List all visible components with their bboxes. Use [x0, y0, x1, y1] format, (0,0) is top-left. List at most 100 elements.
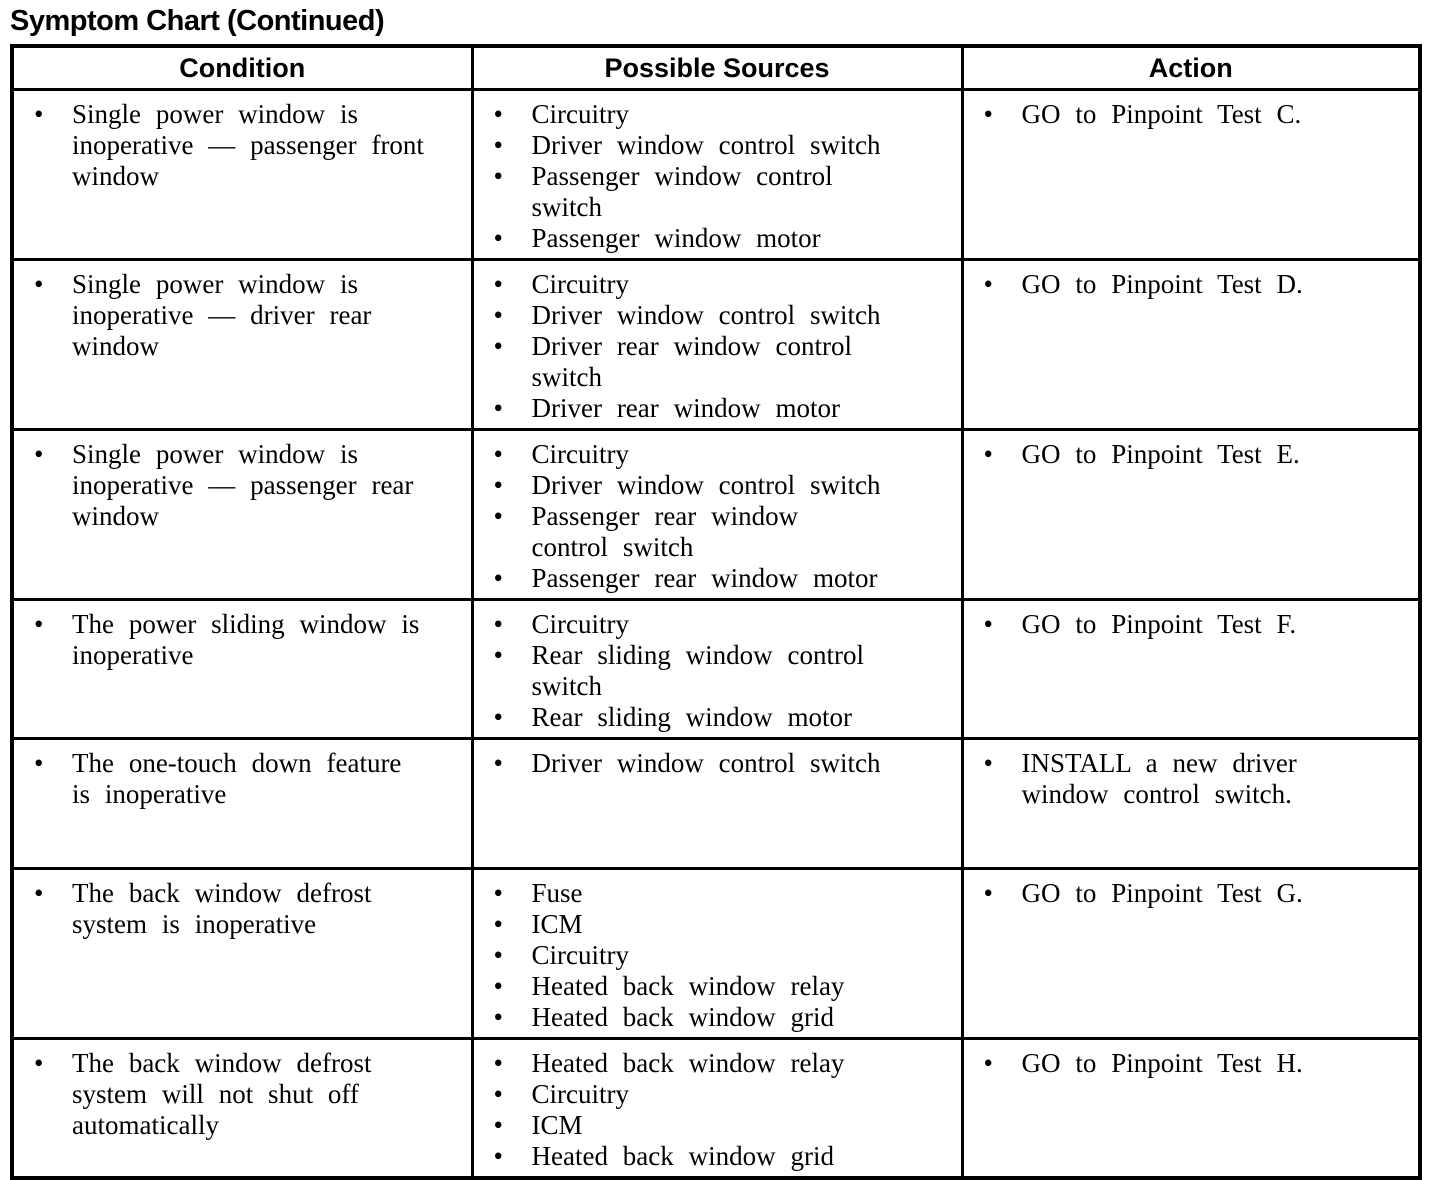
bullet-icon: •: [493, 269, 503, 299]
table-row: • Single power window is inoperative — pa…: [10, 428, 1422, 601]
possible-sources-cell: •Fuse•ICM•Circuitry•Heated back window r…: [470, 867, 964, 1040]
sources-text: Heated back window grid: [531, 1141, 834, 1171]
sources-text: Passenger rear window control switch: [531, 501, 799, 562]
sources-text: Rear sliding window motor: [531, 702, 853, 732]
sources-text: Circuitry: [531, 1079, 629, 1109]
table-row: • Single power window is inoperative — pa…: [10, 88, 1422, 261]
bullet-item: • GO to Pinpoint Test G.: [984, 878, 1411, 909]
bullet-icon: •: [493, 439, 503, 469]
bullet-item: • Passenger window motor: [494, 223, 953, 254]
bullet-icon: •: [493, 501, 503, 531]
sources-text: ICM: [531, 909, 583, 939]
table-row: • Single power window is inoperative — dr…: [10, 258, 1422, 431]
action-cell: • INSTALL a new driver window control swi…: [960, 737, 1422, 870]
condition-cell: •Single power window is inoperative — pa…: [10, 428, 474, 601]
bullet-item: •Single power window is inoperative — pa…: [34, 439, 463, 532]
bullet-icon: •: [34, 609, 44, 639]
bullet-icon: •: [983, 609, 993, 639]
condition-cell: •The power sliding window is inoperative: [10, 598, 474, 740]
bullet-item: •Driver rear window control switch: [494, 331, 953, 393]
table-row: • The one-touch down feature is inoperati…: [10, 737, 1422, 870]
action-cell: • GO to Pinpoint Test E.: [960, 428, 1422, 601]
action-text: GO to Pinpoint Test E.: [1021, 439, 1300, 469]
bullet-item: • The back window defrost system is inope…: [34, 878, 463, 940]
sources-text: Driver window control switch: [531, 300, 881, 330]
sources-text: Driver window control switch: [531, 748, 881, 778]
bullet-item: •Circuitry: [494, 1079, 953, 1110]
bullet-item: • Driver rear window motor: [494, 393, 953, 424]
bullet-item: •Circuitry: [494, 940, 953, 971]
bullet-item: • Fuse: [494, 878, 953, 909]
bullet-icon: •: [493, 1141, 503, 1171]
sources-text: Driver rear window control switch: [531, 331, 852, 392]
table-row: • The back window defrost system is inope…: [10, 867, 1422, 1040]
bullet-icon: •: [493, 393, 503, 423]
bullet-item: • GO to Pinpoint Test D.: [984, 269, 1411, 300]
action-text: GO to Pinpoint Test D.: [1021, 269, 1303, 299]
action-cell: •GO to Pinpoint Test F.: [960, 598, 1422, 740]
bullet-icon: •: [34, 99, 44, 129]
bullet-item: •Heated back window relay: [494, 1048, 953, 1079]
sources-text: Heated back window relay: [531, 971, 845, 1001]
bullet-icon: •: [983, 748, 993, 778]
condition-cell: •Single power window is inoperative — dr…: [10, 258, 474, 431]
condition-text: Single power window is inoperative — dri…: [72, 269, 372, 361]
sources-text: ICM: [531, 1110, 583, 1140]
bullet-icon: •: [493, 300, 503, 330]
action-text: GO to Pinpoint Test C.: [1021, 99, 1302, 129]
column-header-action: Action: [960, 44, 1422, 91]
sources-text: Heated back window grid: [531, 1002, 834, 1032]
sources-text: Fuse: [531, 878, 583, 908]
sources-text: Circuitry: [531, 609, 629, 639]
condition-cell: • The one-touch down feature is inoperati…: [10, 737, 474, 870]
possible-sources-cell: •Circuitry•Driver window control switch•…: [470, 88, 964, 261]
bullet-icon: •: [34, 748, 44, 778]
condition-text: The back window defrost system will not …: [72, 1048, 372, 1140]
bullet-icon: •: [493, 223, 503, 253]
bullet-icon: •: [493, 971, 503, 1001]
column-header-possible-sources: Possible Sources: [470, 44, 964, 91]
sources-text: Circuitry: [531, 940, 629, 970]
bullet-item: • INSTALL a new driver window control swi…: [984, 748, 1411, 810]
action-text: GO to Pinpoint Test G.: [1021, 878, 1303, 908]
bullet-item: •Driver window control switch: [494, 470, 953, 501]
bullet-item: • ICM: [494, 909, 953, 940]
table-row: • The back window defrost system will not…: [10, 1037, 1422, 1180]
bullet-icon: •: [493, 878, 503, 908]
sources-text: Circuitry: [531, 269, 629, 299]
action-cell: • GO to Pinpoint Test G.: [960, 867, 1422, 1040]
condition-text: Single power window is inoperative — pas…: [72, 439, 414, 531]
condition-cell: •The back window defrost system will not…: [10, 1037, 474, 1180]
possible-sources-cell: •Circuitry•Driver window control switch•…: [470, 428, 964, 601]
action-text: INSTALL a new driver window control swit…: [1021, 748, 1297, 809]
possible-sources-cell: •Driver window control switch: [470, 737, 964, 870]
bullet-icon: •: [983, 439, 993, 469]
condition-text: The one-touch down feature is inoperativ…: [72, 748, 402, 809]
bullet-item: • GO to Pinpoint Test H.: [984, 1048, 1411, 1079]
bullet-icon: •: [983, 269, 993, 299]
bullet-icon: •: [493, 161, 503, 191]
sources-text: Driver rear window motor: [531, 393, 840, 423]
condition-cell: • Single power window is inoperative — pa…: [10, 88, 474, 261]
possible-sources-cell: •Circuitry•Rear sliding window control s…: [470, 598, 964, 740]
bullet-icon: •: [983, 1048, 993, 1078]
sources-text: Driver window control switch: [531, 130, 881, 160]
sources-text: Circuitry: [531, 99, 629, 129]
sources-text: Passenger window motor: [531, 223, 821, 253]
bullet-item: •The power sliding window is inoperative: [34, 609, 463, 671]
table-header-row: Condition Possible Sources Action: [10, 44, 1422, 91]
action-text: GO to Pinpoint Test H.: [1021, 1048, 1303, 1078]
column-header-condition: Condition: [10, 44, 474, 91]
condition-text: Single power window is inoperative — pas…: [72, 99, 424, 191]
bullet-item: • Heated back window grid: [494, 1141, 953, 1172]
condition-text: The back window defrost system is inoper…: [72, 878, 372, 939]
bullet-item: •Driver window control switch: [494, 130, 953, 161]
bullet-icon: •: [34, 878, 44, 908]
bullet-icon: •: [493, 909, 503, 939]
bullet-icon: •: [493, 1110, 503, 1140]
sources-text: Driver window control switch: [531, 470, 881, 500]
bullet-icon: •: [983, 878, 993, 908]
bullet-icon: •: [493, 1048, 503, 1078]
bullet-item: •Driver window control switch: [494, 748, 953, 779]
